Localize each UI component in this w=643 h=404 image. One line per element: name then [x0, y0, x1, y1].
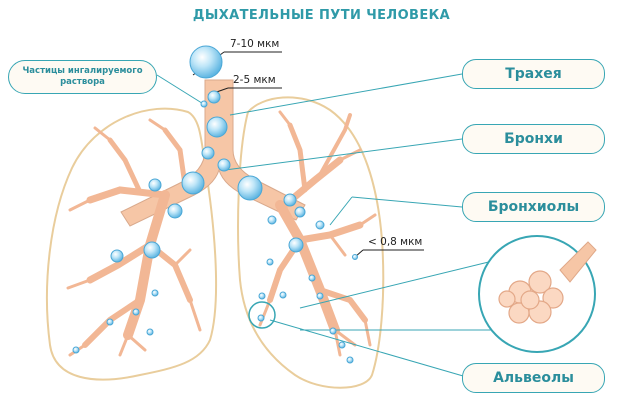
droplet — [295, 207, 305, 217]
alveoli-inset — [479, 236, 596, 352]
droplet — [201, 101, 207, 107]
droplet — [267, 259, 273, 265]
droplet — [73, 347, 79, 353]
droplet — [347, 357, 353, 363]
droplet — [144, 242, 160, 258]
droplet — [317, 293, 323, 299]
label-alveoli: Альвеолы — [462, 363, 605, 393]
droplet — [207, 117, 227, 137]
droplet — [238, 176, 262, 200]
droplet-large — [190, 46, 222, 78]
droplet — [280, 292, 286, 298]
droplet — [133, 309, 139, 315]
droplet — [218, 159, 230, 171]
size-label-medium: 2-5 мкм — [233, 74, 276, 86]
label-bronchi: Бронхи — [462, 124, 605, 154]
droplet — [107, 319, 113, 325]
droplet — [268, 216, 276, 224]
label-trachea: Трахея — [462, 59, 605, 89]
droplet — [258, 315, 264, 321]
droplet — [152, 290, 158, 296]
droplet — [149, 179, 161, 191]
droplet — [309, 275, 315, 281]
droplet — [259, 293, 265, 299]
diagram-title: ДЫХАТЕЛЬНЫЕ ПУТИ ЧЕЛОВЕКА — [0, 8, 643, 23]
size-label-small: < 0,8 мкм — [368, 236, 422, 248]
size-label-large: 7-10 мкм — [230, 38, 279, 50]
droplet — [182, 172, 204, 194]
particles-label: Частицы ингалируемого раствора — [8, 60, 157, 94]
droplet — [339, 342, 345, 348]
droplet — [202, 147, 214, 159]
droplet — [111, 250, 123, 262]
label-bronchioles: Бронхиолы — [462, 192, 605, 222]
droplet-medium — [208, 91, 220, 103]
droplet — [316, 221, 324, 229]
droplet — [330, 328, 336, 334]
droplet — [147, 329, 153, 335]
droplet — [353, 255, 358, 260]
droplet — [284, 194, 296, 206]
droplet — [168, 204, 182, 218]
right-lung-outline — [238, 97, 383, 387]
droplet — [289, 238, 303, 252]
